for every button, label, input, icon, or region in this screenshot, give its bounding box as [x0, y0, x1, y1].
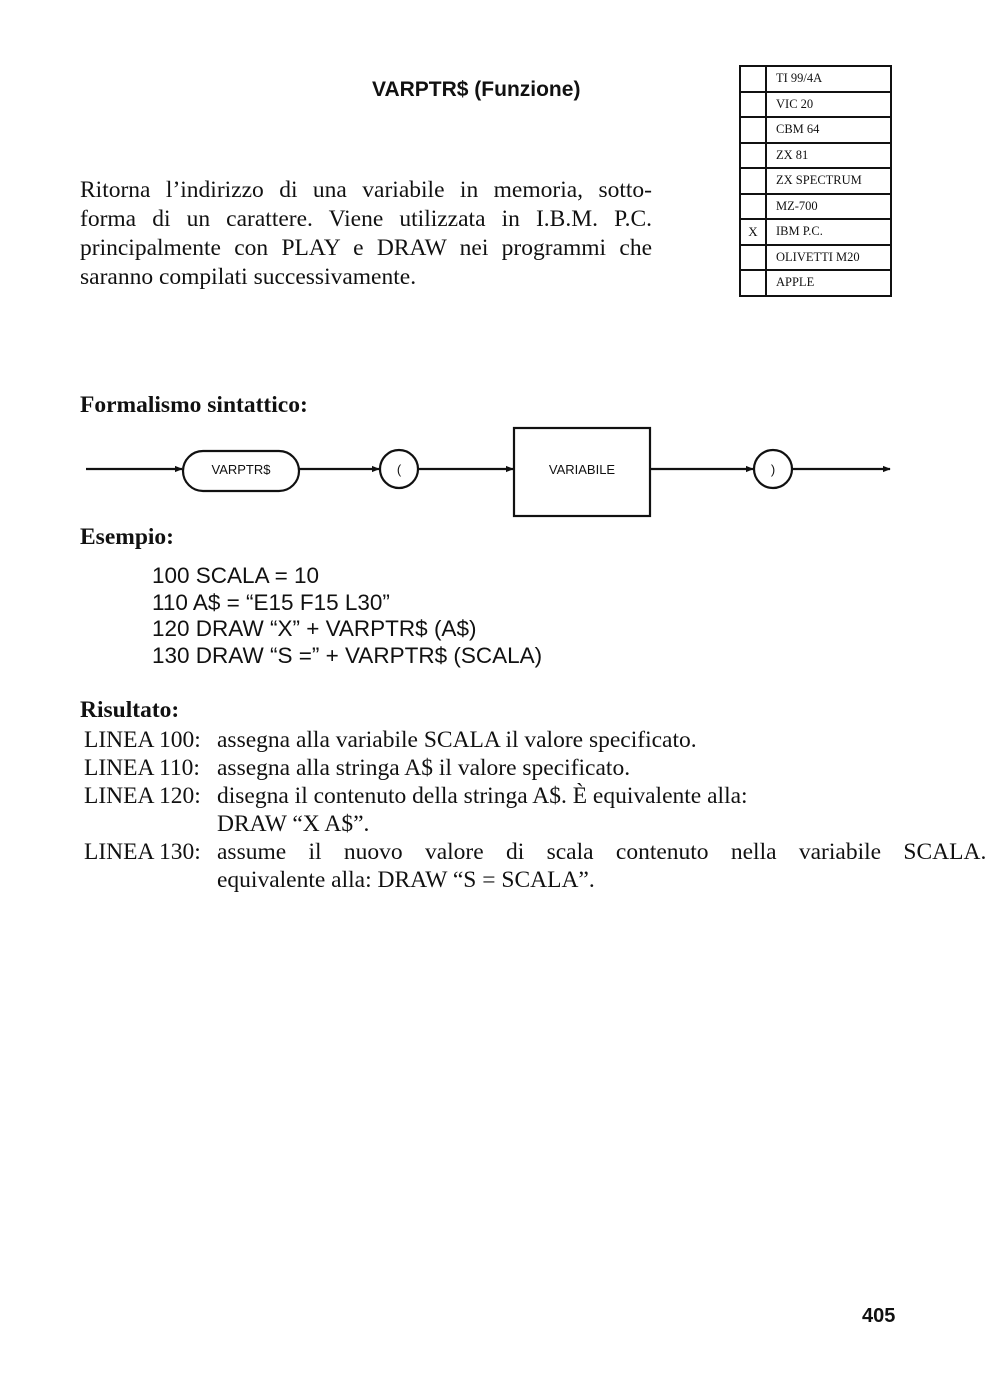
code-line: 100 SCALA = 10 — [152, 563, 320, 588]
description-paragraph: Ritorna l’indirizzo di una variabile in … — [80, 176, 652, 292]
compatibility-mark — [739, 141, 767, 169]
compatibility-row: APPLE — [739, 269, 892, 297]
argument-label: VARIABILE — [549, 462, 616, 477]
compatibility-mark — [739, 116, 767, 144]
argument-box — [512, 426, 652, 518]
description-line: Ritorna l’indirizzo di una variabile in … — [80, 177, 652, 203]
result-line-text: disegna il contenuto della stringa A$. È… — [217, 783, 748, 809]
compatibility-mark — [739, 269, 767, 297]
page-number: 405 — [862, 1305, 896, 1327]
result-line-label: LINEA 130: — [84, 839, 201, 865]
example-heading: Esempio: — [80, 524, 174, 550]
open-paren-label: ( — [397, 462, 402, 477]
compatibility-row: MZ-700 — [739, 192, 892, 220]
code-line: 110 A$ = “E15 F15 L30” — [152, 589, 390, 615]
compatibility-computer: VIC 20 — [765, 90, 892, 118]
result-line-text: equivalente alla: DRAW “S = SCALA”. — [217, 867, 595, 893]
code-line: 120 DRAW “X” + VARPTR$ (A$) — [152, 616, 477, 641]
compatibility-table: TI 99/4A VIC 20 CBM 64 ZX 81 ZX SPECTRUM… — [739, 65, 892, 297]
result-line-text: DRAW “X A$”. — [217, 811, 370, 837]
compatibility-computer: TI 99/4A — [765, 65, 892, 93]
compatibility-mark — [739, 243, 767, 271]
result-line-label: LINEA 120: — [84, 783, 201, 809]
code-example: 100 SCALA = 10 110 A$ = “E15 F15 L30” 12… — [152, 563, 542, 669]
compatibility-mark — [739, 65, 767, 93]
page-title: VARPTR$ (Funzione) — [372, 78, 581, 101]
compatibility-computer: CBM 64 — [765, 116, 892, 144]
compatibility-mark — [739, 192, 767, 220]
compatibility-row: CBM 64 — [739, 116, 892, 144]
compatibility-computer: APPLE — [765, 269, 892, 297]
syntax-heading: Formalismo sintattico: — [80, 392, 308, 418]
compatibility-mark — [739, 167, 767, 195]
keyword-box — [181, 449, 301, 493]
result-line-text: assume il nuovo valore di scala contenut… — [217, 839, 988, 865]
description-line: forma di un carattere. Viene utilizzata … — [80, 206, 652, 232]
result-line-label: LINEA 100: — [84, 727, 201, 753]
result-heading: Risultato: — [80, 697, 180, 723]
compatibility-mark — [739, 90, 767, 118]
result-line-label: LINEA 110: — [84, 755, 200, 781]
result-line-text: assegna alla variabile SCALA il valore s… — [217, 727, 697, 753]
compatibility-row: TI 99/4A — [739, 65, 892, 93]
compatibility-row: ZX 81 — [739, 141, 892, 169]
compatibility-computer: MZ-700 — [765, 192, 892, 220]
close-paren-label: ) — [771, 462, 775, 477]
syntax-diagram: VARPTR$ ( VARIABILE ) — [86, 426, 891, 518]
compatibility-row: VIC 20 — [739, 90, 892, 118]
keyword-label: VARPTR$ — [212, 462, 272, 477]
compatibility-computer: OLIVETTI M20 — [765, 243, 892, 271]
compatibility-computer: ZX 81 — [765, 141, 892, 169]
compatibility-computer: ZX SPECTRUM — [765, 167, 892, 195]
code-line: 130 DRAW “S =” + VARPTR$ (SCALA) — [152, 642, 543, 668]
compatibility-computer: IBM P.C. — [765, 218, 892, 246]
compatibility-mark: X — [739, 218, 767, 246]
result-line-text: assegna alla stringa A$ il valore specif… — [217, 755, 631, 781]
compatibility-row: OLIVETTI M20 — [739, 243, 892, 271]
compatibility-row: ZX SPECTRUM — [739, 167, 892, 195]
description-line: principalmente con PLAY e DRAW nei progr… — [80, 235, 652, 261]
description-line: saranno compilati successivamente. — [80, 264, 417, 290]
